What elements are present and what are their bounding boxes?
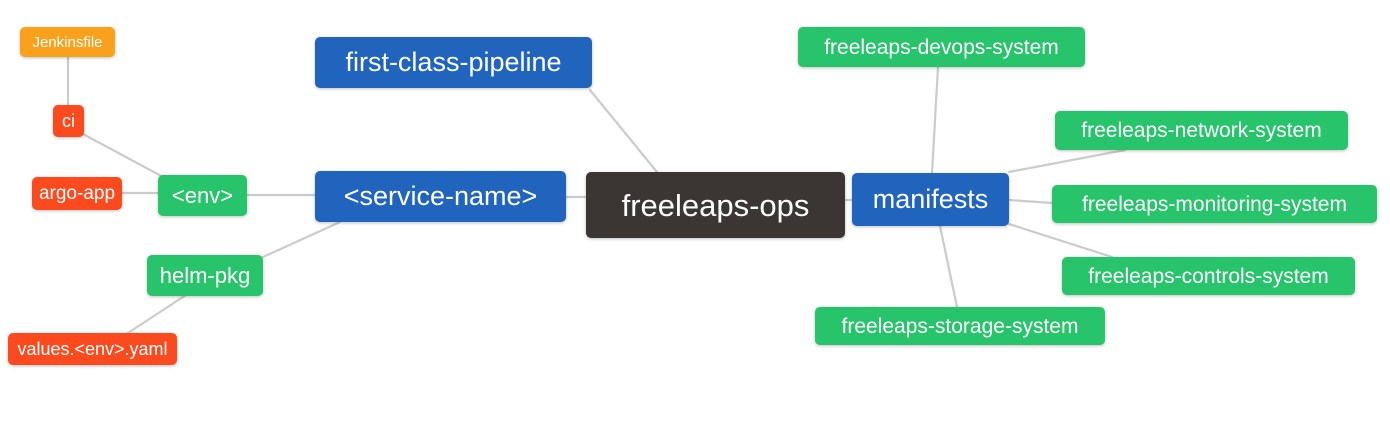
node-controls-system[interactable]: freeleaps-controls-system xyxy=(1062,257,1355,295)
node-helm-pkg[interactable]: helm-pkg xyxy=(147,255,263,296)
node-storage-system[interactable]: freeleaps-storage-system xyxy=(815,307,1105,345)
node-first-class-pipeline[interactable]: first-class-pipeline xyxy=(315,37,592,88)
node-network-system[interactable]: freeleaps-network-system xyxy=(1055,111,1348,150)
node-env[interactable]: <env> xyxy=(158,175,247,216)
node-freeleaps-ops[interactable]: freeleaps-ops xyxy=(586,172,845,238)
edge-manifests-to-controls-system xyxy=(1007,222,1114,259)
edge-first-class-pipeline-to-freeleaps-ops xyxy=(588,88,659,174)
node-jenkinsfile[interactable]: Jenkinsfile xyxy=(20,27,115,57)
node-devops-system[interactable]: freeleaps-devops-system xyxy=(798,27,1085,67)
node-values-env-yaml[interactable]: values.<env>.yaml xyxy=(8,333,177,365)
node-ci[interactable]: ci xyxy=(53,105,84,137)
edge-manifests-to-network-system xyxy=(1007,148,1127,174)
edge-manifests-to-devops-system xyxy=(930,65,940,175)
edge-manifests-to-monitoring-system xyxy=(1007,198,1054,205)
node-service-name[interactable]: <service-name> xyxy=(315,171,566,222)
edge-values-env-yaml-to-helm-pkg xyxy=(126,293,188,335)
edge-manifests-to-storage-system xyxy=(938,224,959,309)
node-manifests[interactable]: manifests xyxy=(852,173,1009,226)
edge-helm-pkg-to-service-name xyxy=(261,220,342,259)
node-argo-app[interactable]: argo-app xyxy=(32,177,122,210)
edge-ci-to-env xyxy=(81,132,167,180)
node-monitoring-system[interactable]: freeleaps-monitoring-system xyxy=(1052,185,1377,223)
